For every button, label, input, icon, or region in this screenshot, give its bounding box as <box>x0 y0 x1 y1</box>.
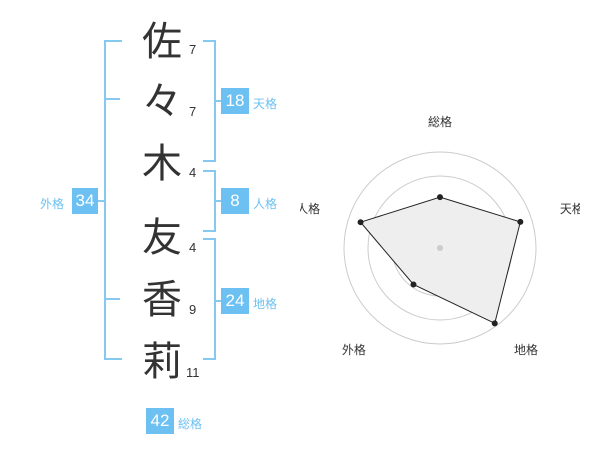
radar-axis-label: 総格 <box>428 114 452 129</box>
jinkaku-label: 人格 <box>253 197 278 211</box>
stroke-count-3: 4 <box>189 165 197 180</box>
chikaku-badge: 24 <box>221 288 249 314</box>
jinkaku-bracket-connector <box>214 200 222 202</box>
gaikaku-badge: 34 <box>72 188 98 214</box>
soukaku-label: 総格 <box>178 417 203 431</box>
stroke-count-6: 11 <box>186 365 200 380</box>
name-char-2: 々 <box>142 79 182 125</box>
soukaku-badge: 42 <box>146 408 174 434</box>
radar-point <box>410 281 417 288</box>
gaikaku-bracket <box>104 40 122 360</box>
chikaku-label: 地格 <box>253 297 278 311</box>
stroke-count-5: 9 <box>189 302 197 317</box>
gaikaku-bracket-tick-2 <box>104 298 120 300</box>
gaikaku-bracket-connector <box>97 200 106 202</box>
gaikaku-label: 外格 <box>40 197 65 211</box>
radar-axis-label: 天格 <box>560 201 580 216</box>
radar-center-dot <box>437 245 443 251</box>
radar-point <box>491 320 498 327</box>
tenkaku-badge: 18 <box>221 88 249 114</box>
stroke-count-2: 7 <box>189 104 197 119</box>
chikaku-bracket-connector <box>214 300 222 302</box>
jinkaku-badge: 8 <box>221 188 249 214</box>
name-char-1: 佐 <box>142 19 182 65</box>
radar-grid-ring <box>343 151 537 345</box>
name-char-5: 香 <box>142 277 182 323</box>
stroke-count-1: 7 <box>189 42 197 57</box>
radar-axis-label: 地格 <box>514 342 538 357</box>
gaikaku-bracket-tick-1 <box>104 98 120 100</box>
radar-series-area <box>359 196 521 325</box>
radar-point <box>517 218 524 225</box>
chikaku-bracket <box>203 238 216 360</box>
stroke-count-4: 4 <box>189 240 197 255</box>
name-char-3: 木 <box>142 141 182 187</box>
tenkaku-label: 天格 <box>253 97 278 111</box>
radar-axis-label: 外格 <box>342 342 366 357</box>
radar-axis-label: 人格 <box>300 201 320 216</box>
radar-point <box>437 194 443 201</box>
tenkaku-bracket-connector <box>214 100 222 102</box>
name-char-4: 友 <box>142 215 182 261</box>
radar-point <box>357 219 364 226</box>
name-char-6: 莉 <box>142 339 182 385</box>
